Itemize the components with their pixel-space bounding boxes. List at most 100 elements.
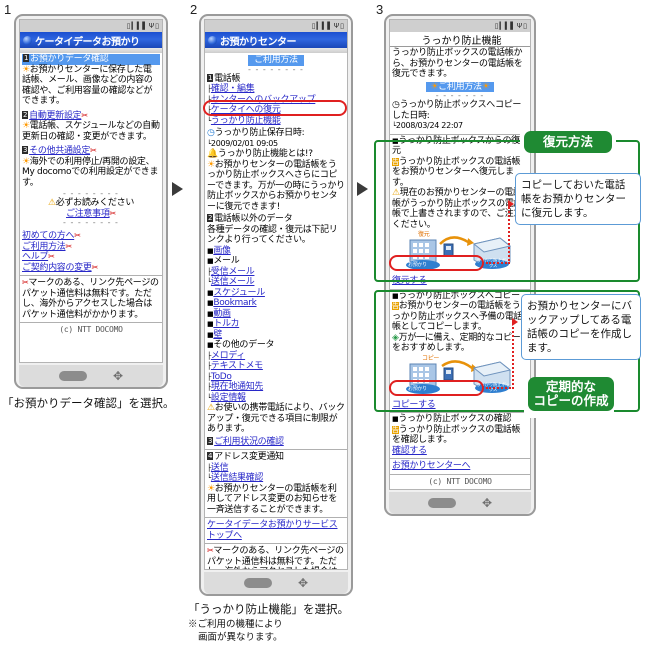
copy-action-row[interactable]: コピーする [392,400,528,411]
list-item[interactable]: └設定情報 [207,392,246,403]
dpad-icon[interactable]: ✥ [481,496,493,510]
step-number-1: 1 [4,2,12,17]
step-number-3: 3 [376,2,384,17]
center-key[interactable] [58,371,87,381]
page-title-3: うっかり防止機能 [421,35,502,47]
highlight-ring-copy [389,380,484,396]
menu-item-3-desc: ☀海外での利用停止/再開の設定、My docomoでの利用設定ができます。 [22,156,159,188]
status-bar: ▯ ▎▍▌ Ψ ▯ [20,20,162,32]
block-copy-title: ■うっかり防止ボックスへコピー [392,290,520,301]
link-ukkari-boushi[interactable]: うっかり防止機能 [210,115,281,126]
center-key[interactable] [427,498,456,508]
group-label-copy: 定期的な コピーの作成 [528,377,614,411]
tree-item-ukkari[interactable]: └うっかり防止機能 [207,115,281,126]
list-item: ■メール [207,256,240,266]
saved-datetime-label: ◷うっかり防止保存日時: [207,128,305,138]
link-first-time[interactable]: 初めての方へ [22,231,75,241]
link-how-to-use[interactable]: ご利用方法 [22,241,66,252]
lock-icon: ▯ [155,21,159,30]
must-read-row: ⚠必ずお読みください [47,198,135,208]
antenna-icon: Ψ [148,21,155,30]
caution-link-row[interactable]: ご注意事項✂ [20,209,162,220]
what-is-row: 🔔うっかり防止機能とは!? [207,149,313,159]
link-service-top[interactable]: ケータイデータお預かりサービストップへ [207,520,338,541]
confirm-action-row[interactable]: 確認する [392,446,528,457]
page-title-2: お預かりセンター [220,36,297,48]
link-help[interactable]: ヘルプ [22,252,49,262]
section-4-desc: ☀お預かりセンターの電話帳を利用してアドレス変更のお知らせを一斉送信することがで… [207,483,338,515]
free-packet-icon: ✂ [109,208,117,218]
page-title-bar-3: うっかり防止機能 [390,32,530,47]
copied-datetime-value: └2008/03/24 22:07 [392,121,463,130]
divider-dashed: - - - - - - - [435,91,485,100]
signal-icon: ▎▍▌ [131,21,148,30]
tree-item[interactable]: ├送信 [207,462,229,473]
page-title-bar-1: ケータイデータお預かり [20,32,162,48]
link-row[interactable]: ご契約内容の変更✂ [22,263,160,274]
phone-mockup-2: ▯ ▎▍▌ Ψ ▯ お預かりセンター ご利用方法 - - - - - - - -… [199,14,353,596]
tree-item[interactable]: ├確認・編集 [207,84,255,94]
note-restore: コピーしておいた電話帳をお預かりセンターに復元します。 [515,173,641,225]
link-confirm[interactable]: 確認する [392,445,427,456]
link-copy[interactable]: コピーする [392,399,436,410]
link-row[interactable]: ヘルプ✂ [22,252,160,263]
list-item: ■その他のデータ [207,340,275,350]
dpad-icon[interactable]: ✥ [297,576,309,590]
link-row[interactable]: 初めての方へ✂ [22,231,160,242]
divider-dashed: - - - - - - - - [63,218,119,227]
back-link-row[interactable]: お預かりセンターへ [390,459,530,474]
free-packet-icon: ✂ [65,241,73,251]
list-item[interactable]: ├現在地通知先 [207,382,264,392]
title-sheen [205,48,347,53]
link-contract-change[interactable]: ご契約内容の変更 [22,262,92,273]
list-item[interactable]: ■トルカ [207,319,240,329]
usage-banner-3[interactable]: ☀ご利用方法☀ [390,81,530,92]
saved-datetime-value: └2009/02/01 09:05 [207,138,278,148]
list-item[interactable]: ├メロディ [207,350,246,361]
tree-item[interactable]: ├センターへのバックアップ [207,94,316,105]
caution-link[interactable]: ご注意事項 [66,208,110,219]
list-item[interactable]: └送信メール [207,277,255,287]
signal-icon: ▎▍▌ [316,21,333,30]
link-back-center[interactable]: お預かりセンターへ [392,461,471,471]
intro-text: うっかり防止ボックスの電話帳から、お預かりセンターの電話帳を復元できます。 [392,48,523,79]
copy-illustration: コピー [392,353,528,400]
antenna-icon: Ψ [333,21,340,30]
dpad-icon[interactable]: ✥ [112,369,124,383]
list-item[interactable]: ■動画 [207,308,231,319]
caption-step-2: 「うっかり防止機能」を選択。 ※ご利用の機種により 画面が異なります。 [188,604,349,643]
flow-arrow-2 [357,182,368,196]
section-2-warning: ⚠お使いの携帯電話により、バックアップ・復元できる項目に制限があります。 [207,403,345,434]
free-packet-icon: ✂ [91,262,99,272]
tree-item[interactable]: └送信結果確認 [207,473,264,483]
block-restore-warn: ⚠現在のお預かりセンターの電話帳がうっかり防止ボックスの電話帳で上書きされますの… [392,188,523,230]
free-packet-icon: ✂ [48,252,55,261]
menu-item-2-desc: ☀電話帳、スケジュールなどの自動更新日の確認・変更ができます。 [22,121,160,142]
list-item[interactable]: ■画像 [207,245,231,256]
list-item[interactable]: ■壁 [207,329,223,340]
center-key[interactable] [243,578,272,588]
block-confirm: ■うっかり防止ボックスの確認 告うっかり防止ボックスの電話帳を確認します。 確認… [390,413,530,458]
lock-icon: ▯ [523,21,527,30]
list-item[interactable]: ■スケジュール [207,287,265,298]
page-title-1: ケータイデータお預かり [35,36,140,48]
illus-label-box: うっかり防止ボックス [476,259,510,269]
top-link-row[interactable]: ケータイデータお預かりサービストップへ [205,518,347,543]
list-item[interactable]: ■Bookmark [207,298,257,308]
list-item[interactable]: ├テキストメモ [207,361,263,371]
battery-icon: ▯ [494,21,499,30]
link-row[interactable]: ご利用方法✂ [22,242,160,253]
copyright-1: (c) NTT DOCOMO [59,325,123,334]
block-restore-desc: 告うっかり防止ボックスの電話帳をお預かりセンターへ復元します。 [392,156,521,188]
list-item[interactable]: ├受信メール [207,266,255,277]
block-copy: ■うっかり防止ボックスへコピー 告お預かりセンターの電話帳をうっかり防止ボックス… [390,290,530,413]
menu-index-3: 3 [22,146,29,154]
illus-label-restore: 復元 [418,231,430,238]
list-item[interactable]: ├ToDo [207,371,232,382]
